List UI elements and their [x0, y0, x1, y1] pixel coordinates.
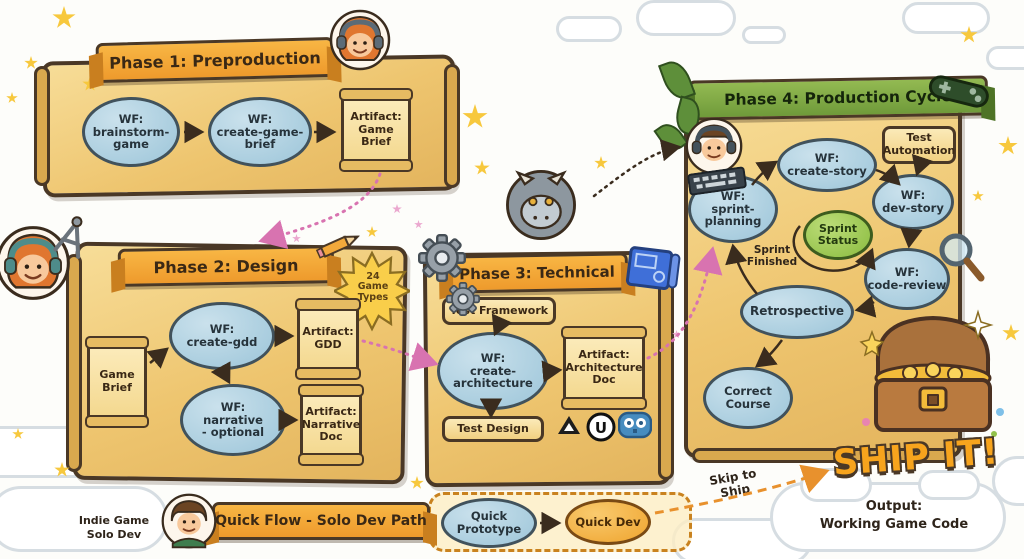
node-correct-course: Correct Course: [703, 367, 793, 429]
phase1-scroll-curl-left: [34, 66, 50, 186]
node-wf-brainstorm-game: WF: brainstorm- game: [82, 97, 180, 167]
star-icon: [462, 104, 488, 128]
star-icon: [12, 428, 24, 439]
star-icon: [6, 92, 18, 103]
solo-dev-avatar: [160, 492, 218, 550]
node-wf-create-gdd: WF: create-gdd: [169, 302, 275, 370]
node-wf-create-game-brief: WF: create-game- brief: [208, 97, 312, 167]
phase1-scroll-curl-right: [444, 64, 460, 188]
test-design-tag: Test Design: [442, 416, 544, 442]
node-wf-dev-story: WF: dev-story: [872, 174, 954, 230]
star-icon: [366, 226, 378, 237]
game-types-burst: [334, 250, 410, 332]
unreal-icon: U: [586, 412, 616, 442]
sprint-finished-label: Sprint Finished: [746, 244, 798, 269]
artifact-architecture-doc: Artifact: Architecture Doc: [561, 326, 647, 410]
skip-to-ship-label: Skip to Ship: [708, 466, 758, 501]
star-icon: [972, 190, 984, 201]
cloud: [986, 46, 1024, 70]
node-sprint-status: Sprint Status: [803, 210, 873, 260]
sparkle-icon: [392, 204, 402, 214]
phase3-dragon-avatar: [504, 168, 578, 242]
artifact-narrative-doc: Artifact: Narrative Doc: [298, 384, 364, 466]
compass-icon: [44, 208, 100, 265]
game-controller-icon: [924, 65, 993, 117]
star-icon: [594, 156, 608, 169]
gear-icon: [418, 234, 466, 282]
node-retrospective: Retrospective: [740, 285, 854, 339]
svg-text:U: U: [595, 419, 607, 437]
cloud: [556, 16, 622, 42]
node-quick-dev: Quick Dev: [565, 499, 651, 545]
node-wf-narrative: WF: narrative - optional: [180, 384, 286, 456]
gear-icon: [446, 282, 480, 316]
output-label: Output: Working Game Code: [819, 499, 969, 532]
cloud: [918, 470, 980, 500]
cloud: [0, 486, 168, 552]
game-types-badge-label: 24 Game Types: [357, 271, 389, 303]
leaf-icon: [657, 56, 697, 104]
solo-dev-label: Indie Game Solo Dev: [78, 514, 150, 541]
keyboard-icon: [687, 166, 747, 196]
node-wf-create-architecture: WF: create- architecture: [437, 332, 549, 410]
pencil-icon: [314, 228, 364, 265]
phase1-avatar: [328, 8, 392, 72]
godot-icon: [617, 410, 653, 440]
phase2-banner: Phase 2: Design: [117, 245, 335, 287]
artifact-gdd: Artifact: GDD: [295, 298, 361, 380]
quick-flow-banner: Quick Flow - Solo Dev Path: [212, 502, 430, 540]
phase2-game-brief: Game Brief: [85, 336, 149, 428]
test-automation-box: Test Automation: [882, 126, 956, 164]
star-icon: [52, 6, 76, 28]
phase2-scroll-curl-left: [66, 254, 82, 472]
sparkle-icon: [414, 220, 423, 229]
phase4-scroll-curl-bottom: [692, 448, 954, 463]
phase4-avatar: [684, 116, 744, 176]
artifact-game-brief: Artifact: Game Brief: [339, 88, 413, 172]
node-quick-prototype: Quick Prototype: [441, 498, 537, 548]
phase1-banner: Phase 1: Preproduction: [95, 36, 335, 84]
sparkle-icon: [292, 234, 301, 243]
star-icon: [998, 136, 1018, 155]
node-wf-create-story: WF: create-story: [777, 138, 877, 192]
phase2-avatar: [0, 224, 72, 302]
cloud: [902, 2, 990, 34]
magnifier-icon: [936, 230, 988, 286]
cloud: [636, 0, 736, 36]
arrow-phase3-to-phase4-top: [592, 139, 682, 198]
unity-icon: [556, 414, 582, 440]
star-icon: [474, 160, 490, 175]
node-wf-code-review: WF: code-review: [864, 248, 950, 310]
cloud: [742, 26, 786, 44]
star-icon: [410, 476, 424, 489]
blueprint-icon: [623, 241, 683, 297]
treasure-chest: [854, 302, 1012, 444]
